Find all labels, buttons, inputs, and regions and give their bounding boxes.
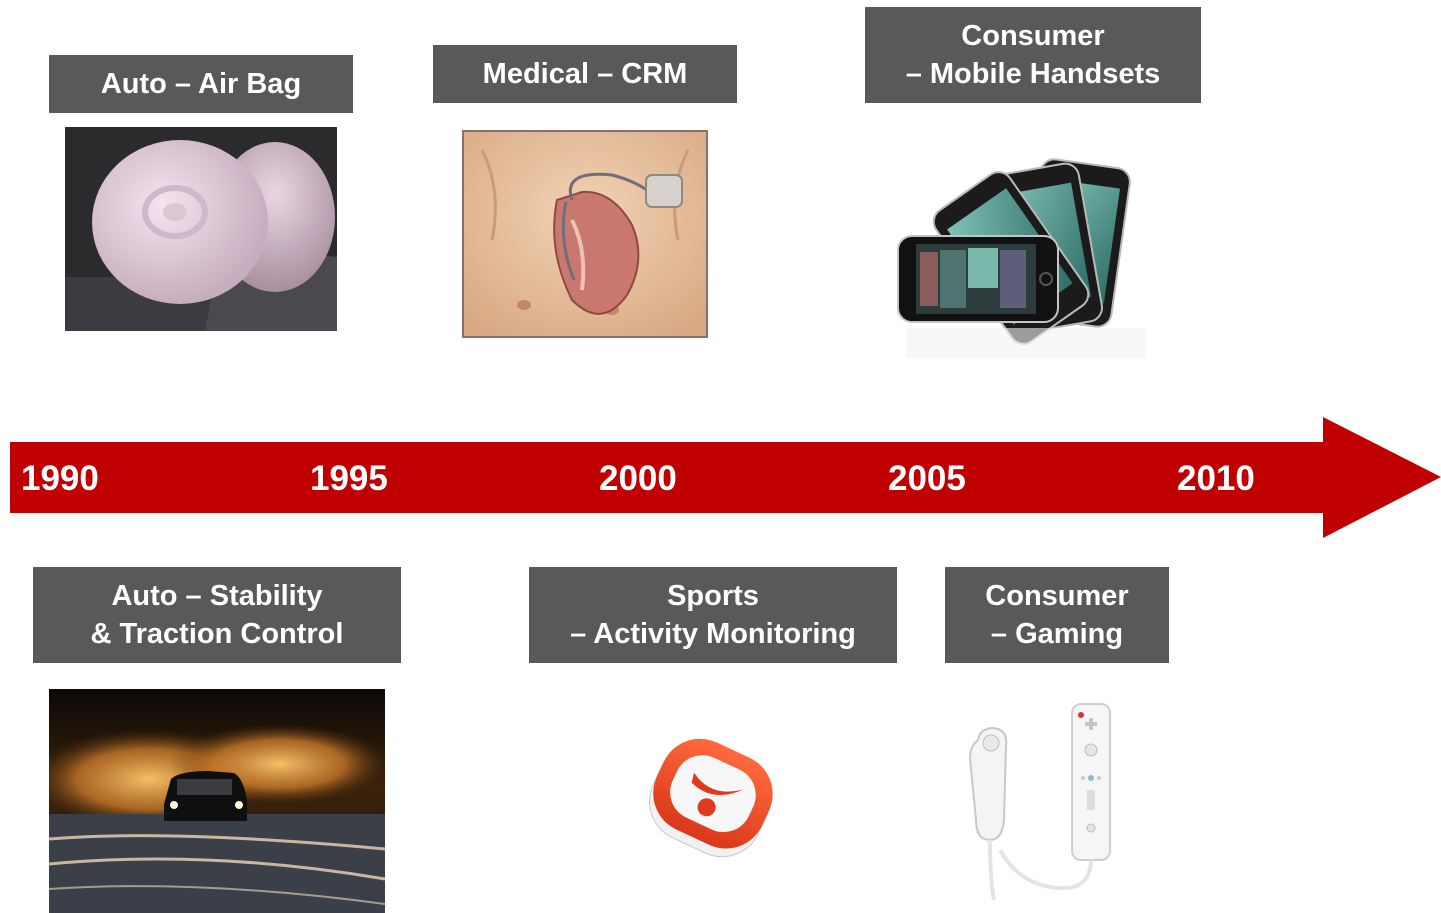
label-medical-crm: Medical – CRM [433, 45, 737, 103]
timeline-arrow-shape [10, 417, 1441, 538]
nike-ipod-sensor-image [640, 735, 780, 870]
airbag-image [65, 127, 337, 331]
label-sports-activity-monitoring: Sports – Activity Monitoring [529, 567, 897, 663]
label-line: Medical – CRM [482, 58, 688, 90]
label-consumer-mobile-handsets: Consumer – Mobile Handsets [865, 7, 1201, 103]
wii-controller-image [960, 700, 1120, 900]
label-line: – Activity Monitoring [570, 618, 856, 650]
year-label: 1995 [310, 459, 388, 498]
label-line: – Mobile Handsets [905, 58, 1161, 90]
label-consumer-gaming: Consumer – Gaming [945, 567, 1169, 663]
label-line: Consumer [961, 20, 1105, 52]
label-line: Auto – Stability [111, 580, 323, 612]
year-label: 2010 [1177, 459, 1255, 498]
year-label: 1990 [21, 459, 99, 498]
year-label: 2005 [888, 459, 966, 498]
label-line: & Traction Control [90, 618, 344, 650]
year-label: 2000 [599, 459, 677, 498]
smartphones-image [896, 148, 1156, 358]
car-drift-image [49, 689, 385, 913]
label-line: Consumer [985, 580, 1129, 612]
label-auto-air-bag: Auto – Air Bag [49, 55, 353, 113]
label-line: – Gaming [990, 618, 1124, 650]
label-auto-stability-traction: Auto – Stability & Traction Control [33, 567, 401, 663]
label-line: Sports [667, 580, 759, 612]
label-line: Auto – Air Bag [100, 68, 302, 100]
timeline-arrow [10, 417, 1441, 538]
pacemaker-image [462, 130, 708, 338]
